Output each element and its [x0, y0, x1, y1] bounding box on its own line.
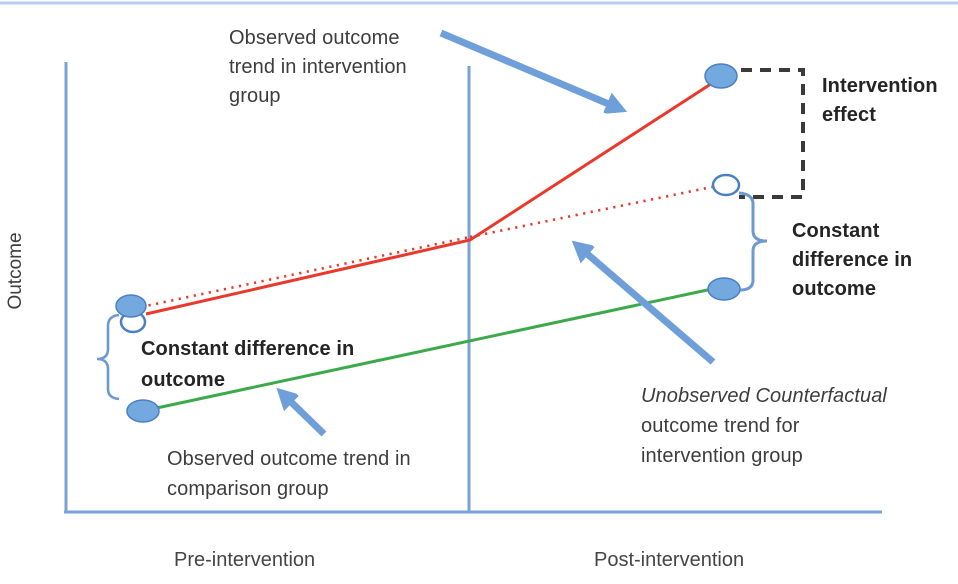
comparison-pre-marker [126, 399, 160, 423]
arrow-to-intervention-trend [439, 29, 611, 105]
counterfactual-trend-line-post [469, 185, 713, 239]
y-axis-label: Outcome [5, 232, 26, 310]
intervention-post-marker [704, 63, 738, 89]
annotation-constant-difference-left: Constant difference in outcome [141, 338, 355, 391]
x-axis-label-post-intervention: Post-intervention [594, 549, 745, 571]
annotation-unobserved-counterfactual-rest: outcome trend for intervention group [641, 415, 803, 467]
counterfactual-post-hollow-marker [711, 173, 741, 197]
right-constant-difference-brace [738, 191, 768, 292]
annotation-observed-intervention-trend: Observed outcome trend in intervention g… [229, 27, 407, 107]
counterfactual-trend-line-pre [140, 235, 471, 309]
x-axis-label-pre-intervention: Pre-intervention [174, 549, 316, 571]
intervention-trend-line [145, 78, 718, 316]
annotation-unobserved-counterfactual: Unobserved Counterfactual outcome trend … [641, 381, 887, 471]
annotation-intervention-effect: Intervention effect [822, 75, 938, 126]
annotation-observed-comparison-trend: Observed outcome trend in comparison gro… [167, 448, 411, 500]
intervention-effect-bracket [739, 68, 805, 199]
arrow-to-comparison-trend [289, 400, 327, 437]
comparison-trend-line [151, 287, 713, 411]
intervention-pre-marker [115, 294, 147, 318]
annotation-unobserved-counterfactual-italic: Unobserved Counterfactual [641, 385, 887, 407]
comparison-post-marker [707, 277, 741, 301]
annotation-constant-difference-right: Constant difference in outcome [792, 220, 913, 300]
arrow-to-counterfactual-trend [585, 252, 716, 365]
left-constant-difference-brace [96, 313, 120, 401]
